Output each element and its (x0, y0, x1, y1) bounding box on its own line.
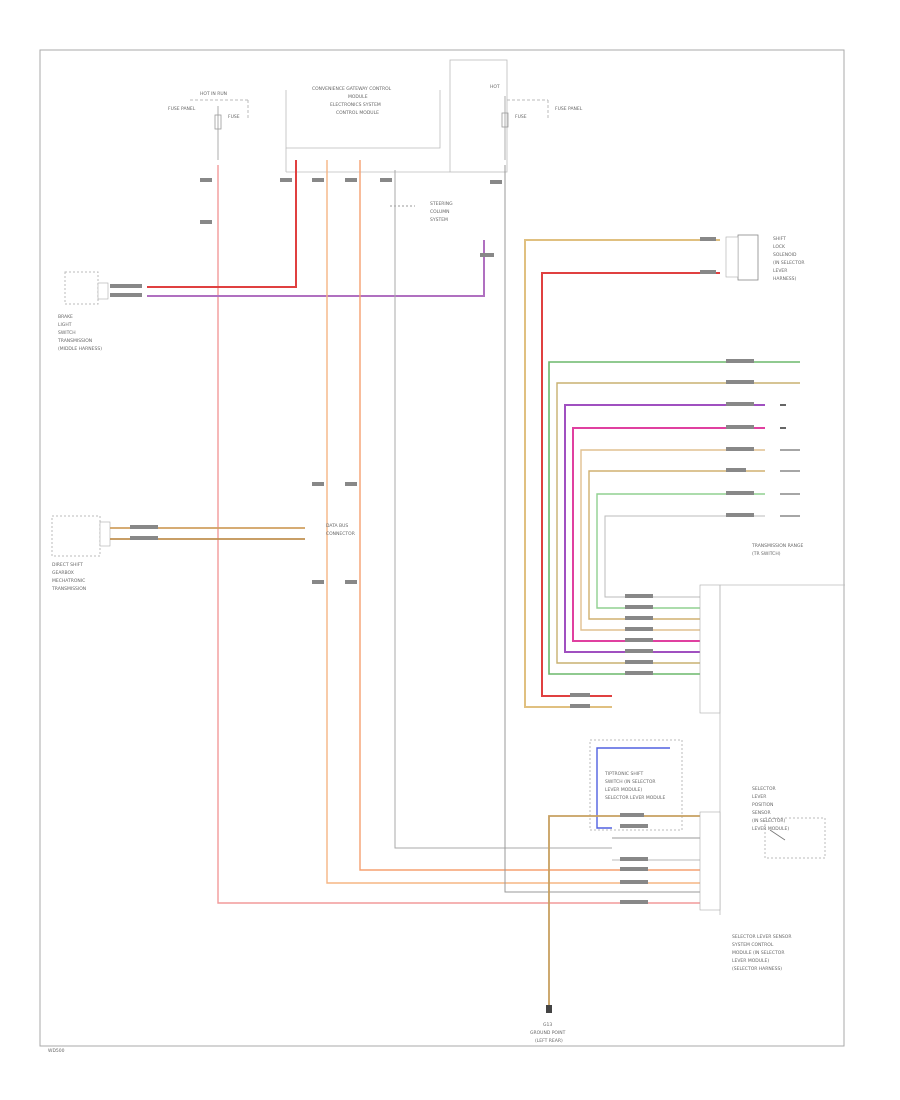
wire-orange-1 (326, 160, 612, 884)
brake-line2: LIGHT (58, 322, 72, 328)
wire-pink-left (217, 165, 612, 904)
direct-shift-gearbox: DIRECT SHIFT GEARBOX MECHATRONIC TRANSMI… (51, 515, 305, 592)
wire-orange-2 (359, 160, 612, 871)
tcm-line1: TRANSMISSION RANGE (751, 543, 803, 549)
ecm-line4: CONTROL MODULE (336, 110, 379, 116)
wire-red-brake (147, 160, 297, 288)
ground-icon (546, 1005, 552, 1013)
direct-line4: TRANSMISSION (51, 586, 86, 592)
diagram-frame (39, 49, 845, 1047)
brake-line4: TRANSMISSION (57, 338, 92, 344)
steering-line3: SYSTEM (430, 217, 448, 223)
fuse-panel-left: HOT IN RUN FUSE PANEL FUSE (168, 91, 249, 160)
tcm-line2: (TR SWITCH) (752, 551, 781, 557)
slm-line1: SELECTOR LEVER SENSOR (732, 934, 791, 940)
fuse-left-label: FUSE (228, 114, 240, 120)
ground-line1: G13 (543, 1022, 552, 1028)
wire-tags (110, 178, 754, 904)
conn-line1: DATA BUS (326, 523, 348, 529)
sel-line6: LEVER MODULE) (752, 826, 789, 832)
tipt-line1: TIPTRONIC SHIFT (604, 771, 644, 777)
steering-column-system: STEERING COLUMN SYSTEM (390, 201, 453, 223)
tipt-line2: SWITCH (IN SELECTOR (605, 779, 656, 785)
shift-line5: LEVER (773, 268, 787, 274)
shift-line1: SHIFT (773, 236, 786, 242)
sel-line4: SENSOR (752, 810, 771, 816)
tipt-line3: LEVER MODULE) (605, 787, 642, 793)
brake-line3: SWITCH (58, 330, 76, 336)
fuse-panel-right: HOT FUSE PANEL FUSE (490, 84, 583, 160)
direct-line2: GEARBOX (52, 570, 74, 576)
tiptronic-switch: TIPTRONIC SHIFT SWITCH (IN SELECTOR LEVE… (589, 739, 683, 831)
selector-lever-module: SELECTOR LEVER POSITION SENSOR (IN SELEC… (548, 786, 826, 1010)
sel-line1: SELECTOR (752, 786, 776, 792)
tr-switch-wires: TRANSMISSION RANGE (TR SWITCH) (548, 361, 803, 675)
sel-line2: LEVER (752, 794, 766, 800)
ground-point: G13 GROUND POINT (LEFT REAR) (530, 1005, 566, 1044)
ecm-line2: MODULE (348, 94, 368, 100)
tipt-line4: SELECTOR LEVER MODULE (605, 795, 666, 801)
data-bus-connector: DATA BUS CONNECTOR (326, 523, 355, 537)
tcm-connector (699, 584, 721, 714)
direct-line3: MECHATRONIC (52, 578, 85, 584)
shift-line2: LOCK (773, 244, 786, 250)
fuse-left-symbol (214, 114, 222, 130)
shift-line3: SOLENOID (773, 252, 797, 258)
fuse-right-symbol (501, 112, 509, 128)
slm-line4: LEVER MODULE) (732, 958, 769, 964)
ground-line3: (LEFT REAR) (535, 1038, 563, 1044)
fuse-panel-right-label: FUSE PANEL (555, 106, 583, 112)
slm-line2: SYSTEM CONTROL (732, 942, 774, 948)
convenience-gateway-module: CONVENIENCE GATEWAY CONTROL MODULE ELECT… (285, 59, 508, 173)
slm-line3: MODULE (IN SELECTOR (732, 950, 784, 956)
fuse-right-label: FUSE (515, 114, 527, 120)
corner-code: WD500 (48, 1048, 65, 1054)
conn-line2: CONNECTOR (326, 531, 355, 537)
shift-line6: HARNESS) (773, 276, 797, 282)
brake-line5: (MIDDLE HARNESS) (58, 346, 102, 352)
sel-line5: (IN SELECTOR) (752, 818, 785, 824)
ground-line2: GROUND POINT (530, 1030, 566, 1036)
brake-line1: BRAKE (58, 314, 73, 320)
ecm-line3: ELECTRONICS SYSTEM (330, 102, 381, 108)
ecm-line1: CONVENIENCE GATEWAY CONTROL (312, 86, 392, 92)
steering-line2: COLUMN (430, 209, 450, 215)
sel-line3: POSITION (752, 802, 773, 808)
wire-purple-brake (147, 240, 485, 297)
wire-grey-steering (394, 170, 612, 849)
shift-line4: (IN SELECTOR (773, 260, 805, 266)
hot-at-all-label: HOT (490, 84, 500, 90)
wire-grey-right (504, 165, 612, 893)
fuse-panel-left-label: FUSE PANEL (168, 106, 196, 112)
hot-in-run-label: HOT IN RUN (200, 91, 227, 97)
steering-line1: STEERING (430, 201, 453, 207)
direct-line1: DIRECT SHIFT (52, 562, 83, 568)
brake-light-switch: BRAKE LIGHT SWITCH TRANSMISSION (MIDDLE … (57, 271, 109, 352)
slm-line5: (SELECTOR HARNESS) (732, 966, 782, 972)
